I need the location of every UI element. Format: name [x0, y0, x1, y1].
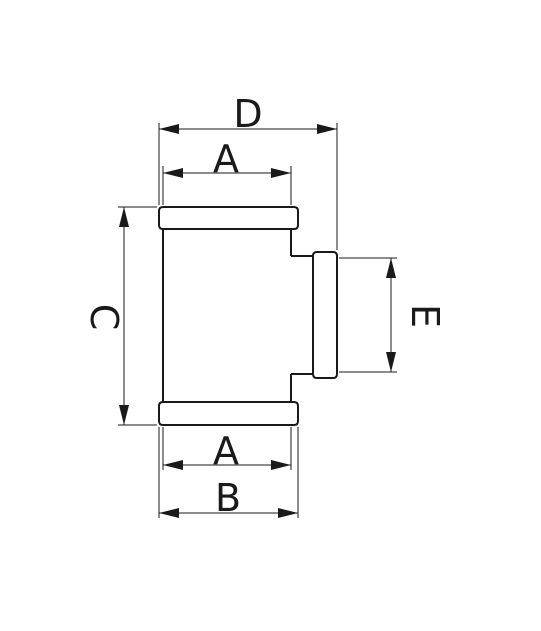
label-c: C — [82, 304, 126, 331]
extension-lines — [118, 123, 397, 518]
label-b: B — [215, 476, 241, 520]
dimension-lines — [119, 124, 396, 518]
tee-fitting-outline — [158, 206, 338, 426]
label-a-bottom: A — [213, 429, 239, 473]
label-a-top: A — [213, 137, 239, 181]
label-e: E — [403, 304, 447, 328]
label-d: D — [233, 92, 262, 136]
